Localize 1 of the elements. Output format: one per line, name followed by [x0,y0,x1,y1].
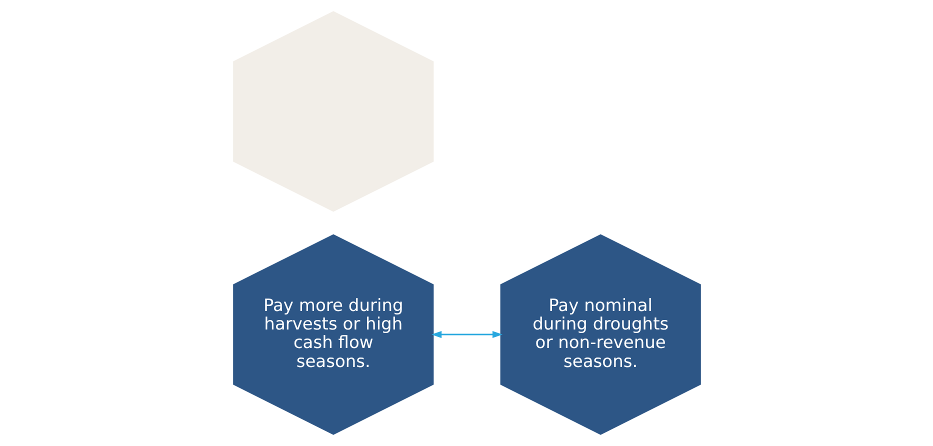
arrow [431,331,502,338]
